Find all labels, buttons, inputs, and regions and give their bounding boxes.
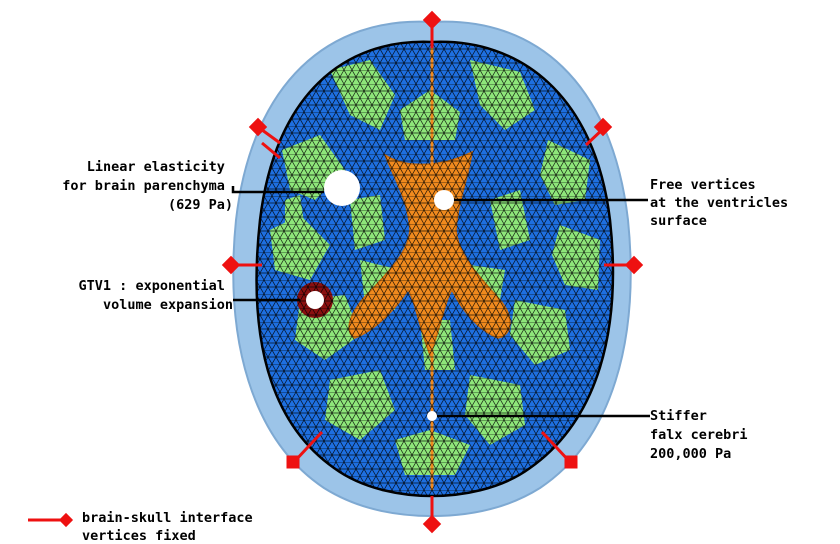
falx-dot <box>427 411 437 421</box>
legend-text: brain-skull interface vertices fixed <box>82 510 261 544</box>
label-elasticity: Linear elasticity for brain parenchyma (… <box>62 159 233 213</box>
label-gtv: GTV1 : exponential volume expansion <box>79 278 233 313</box>
label-free-vertices: Free vertices at the ventricles surface <box>650 177 796 229</box>
ventricle-dot <box>434 190 454 210</box>
legend-marker-diamond <box>59 513 73 527</box>
tumor-dot <box>306 291 324 309</box>
legend: brain-skull interface vertices fixed <box>28 510 261 544</box>
label-falx: Stiffer falx cerebri 200,000 Pa <box>650 408 756 462</box>
parenchyma-dot <box>324 170 360 206</box>
